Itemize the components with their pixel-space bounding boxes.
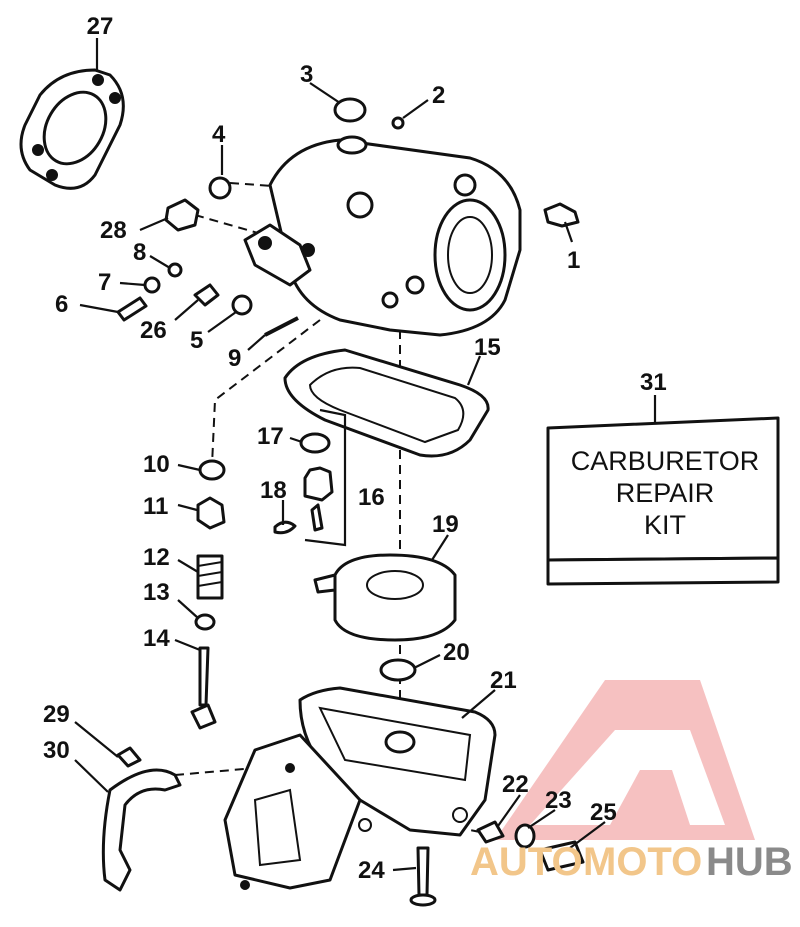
- carburetor-lower-body: [223, 686, 497, 890]
- callout-14: 14: [143, 625, 170, 652]
- watermark-hub: HUB: [706, 840, 793, 884]
- washer-13: [194, 613, 216, 631]
- ball-2: [391, 116, 405, 130]
- callout-23: 23: [545, 787, 572, 814]
- gasket-20: [379, 658, 417, 682]
- gasket-17: [299, 432, 331, 454]
- callout-29: 29: [43, 701, 70, 728]
- callout-13: 13: [143, 579, 170, 606]
- float-19: [313, 553, 457, 642]
- callout-17: 17: [257, 423, 284, 450]
- callout-1: 1: [567, 247, 580, 274]
- plug-3: [333, 97, 367, 123]
- watermark-text: AUTO MOTO HUB: [470, 840, 793, 884]
- callout-25: 25: [590, 799, 617, 826]
- plug-4: [208, 176, 232, 200]
- screw-24: [416, 846, 430, 897]
- washer-23: [514, 823, 536, 849]
- small-hardware: [116, 97, 580, 337]
- gasket-27: [19, 68, 125, 190]
- clamp-30: [101, 768, 182, 892]
- callout-3: 3: [300, 61, 313, 88]
- nut-11: [196, 496, 226, 530]
- kit-label-line3: KIT: [644, 510, 686, 540]
- screw-1: [543, 202, 580, 228]
- callout-24: 24: [358, 857, 385, 884]
- lower-hardware: [101, 746, 585, 907]
- spring-12: [196, 554, 224, 600]
- callout-22: 22: [502, 771, 529, 798]
- repair-kit-box: CARBURETOR REPAIR KIT: [546, 416, 780, 586]
- callout-9: 9: [228, 345, 241, 372]
- callout-21: 21: [490, 667, 517, 694]
- washer-5: [231, 294, 253, 316]
- callout-7: 7: [98, 269, 111, 296]
- callout-10: 10: [143, 451, 170, 478]
- clip-18: [273, 520, 297, 535]
- callout-labels: 27 3 2 4 1 28 8 7 6 26 5 9 15 31 17 10 1…: [43, 13, 667, 884]
- gasket-15: [283, 348, 490, 458]
- kit-label-line2: REPAIR: [616, 478, 715, 508]
- callout-31: 31: [640, 369, 667, 396]
- callout-26: 26: [140, 317, 167, 344]
- needle-18: [310, 503, 324, 532]
- washer-10: [198, 459, 226, 481]
- screw-6: [116, 296, 148, 322]
- callout-8: 8: [133, 239, 146, 266]
- leader-lines: [74, 38, 657, 872]
- seat-16: [303, 466, 334, 502]
- pin-9: [264, 316, 299, 337]
- washer-7: [143, 276, 161, 294]
- watermark-logo: [495, 680, 755, 840]
- needle-jet-column: [190, 459, 226, 730]
- callout-11: 11: [143, 493, 168, 520]
- kit-label-line1: CARBURETOR: [571, 446, 760, 476]
- callout-27: 27: [87, 13, 114, 40]
- screw-29: [116, 746, 142, 768]
- fitting-25: [538, 840, 585, 872]
- callout-19: 19: [432, 511, 459, 538]
- carburetor-upper-body: [243, 135, 522, 337]
- callout-30: 30: [43, 737, 70, 764]
- needle-14: [198, 646, 210, 707]
- watermark-auto: AUTO: [470, 840, 583, 884]
- callout-4: 4: [212, 121, 226, 148]
- nut-28: [164, 198, 200, 232]
- callout-18: 18: [260, 477, 287, 504]
- needle-valve-group: [273, 408, 347, 547]
- clip-8: [167, 262, 183, 278]
- callout-28: 28: [100, 217, 127, 244]
- callout-5: 5: [190, 327, 203, 354]
- callout-16: 16: [358, 484, 385, 511]
- callout-12: 12: [143, 544, 170, 571]
- watermark-moto: MOTO: [583, 840, 702, 884]
- callout-20: 20: [443, 639, 470, 666]
- callout-6: 6: [55, 291, 68, 318]
- screw-22: [476, 820, 505, 844]
- callout-2: 2: [432, 82, 445, 109]
- callout-15: 15: [474, 334, 501, 361]
- screw-26: [193, 283, 220, 307]
